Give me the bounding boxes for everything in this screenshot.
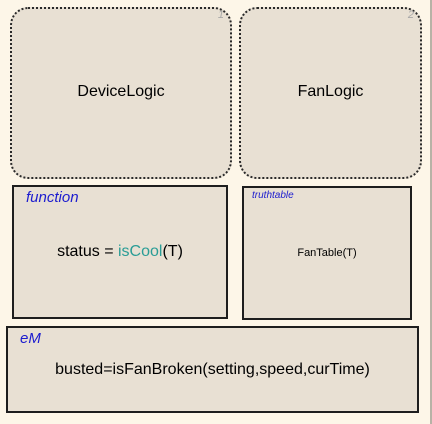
function-signature: status = isCool(T) [14, 243, 226, 261]
subchart-label: FanLogic [297, 83, 364, 100]
canvas-edge [430, 0, 432, 424]
subchart-number: 2 [407, 9, 414, 21]
subchart-devicelogic[interactable]: 1 DeviceLogic [10, 7, 232, 179]
em-block[interactable]: eM busted=isFanBroken(setting,speed,curT… [6, 326, 419, 413]
truthtable-signature: FanTable(T) [297, 247, 357, 259]
truthtable-block[interactable]: truthtable FanTable(T) [242, 186, 412, 320]
block-kind-label: truthtable [252, 190, 294, 201]
subchart-fanlogic[interactable]: 2 FanLogic [239, 7, 422, 179]
function-name: isCool [118, 243, 163, 260]
function-args: (T) [162, 243, 183, 260]
subchart-number: 1 [217, 9, 224, 21]
block-kind-label: eM [20, 330, 41, 347]
block-kind-label: function [26, 189, 79, 206]
function-output: status = [57, 243, 118, 260]
em-signature: busted=isFanBroken(setting,speed,curTime… [55, 361, 370, 378]
subchart-label: DeviceLogic [77, 83, 165, 100]
function-block[interactable]: function status = isCool(T) [12, 185, 228, 319]
